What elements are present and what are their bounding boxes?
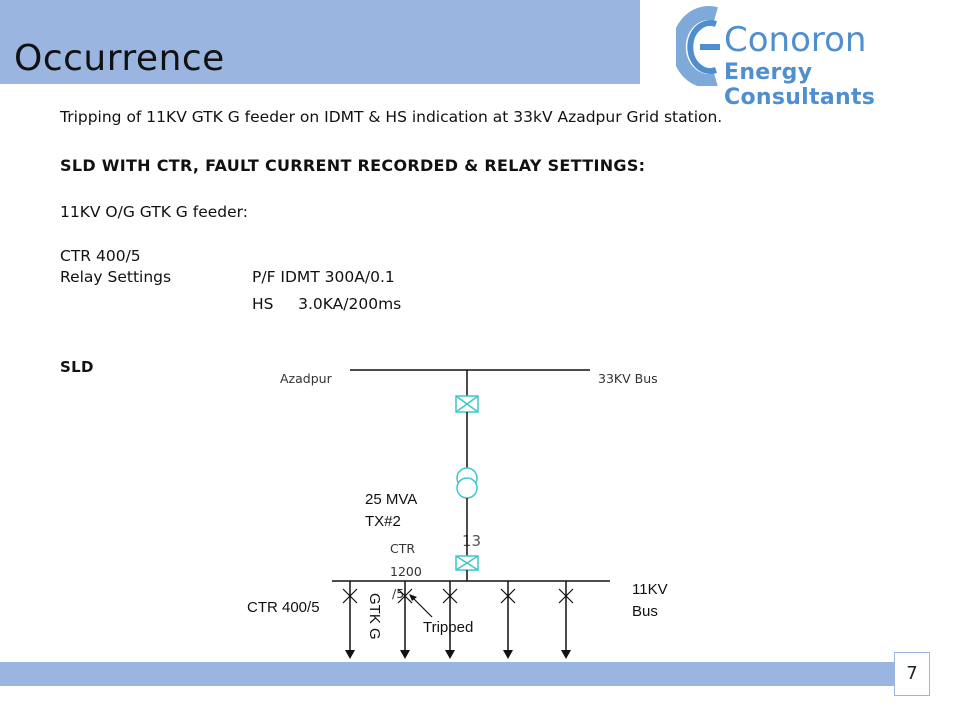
breaker-33kv-icon	[455, 395, 479, 413]
transformer-name: TX#2	[365, 513, 401, 530]
transformer-icon	[456, 467, 478, 499]
logo-subtitle: Energy Consultants	[724, 60, 876, 110]
slide-title: Occurrence	[14, 38, 225, 79]
relay-hs-setting: HS 3.0KA/200ms	[252, 295, 402, 313]
bus33-left-label: Azadpur	[280, 371, 333, 386]
ctr-text: CTR 400/5	[60, 247, 141, 265]
company-logo: Conoron Energy Consultants	[676, 6, 946, 110]
feeder-5	[558, 581, 574, 659]
transformer-rating: 25 MVA	[365, 491, 417, 508]
bus11-label-1: 11KV	[632, 581, 668, 598]
footer-bar	[0, 662, 894, 686]
transformer-ctr-1: CTR	[390, 541, 415, 556]
conoron-logo-icon	[676, 6, 720, 86]
tripped-arrow	[410, 595, 433, 618]
section-heading: SLD WITH CTR, FAULT CURRENT RECORDED & R…	[60, 156, 646, 175]
title-bar	[0, 0, 640, 84]
breaker-11kv-incomer-icon	[455, 555, 479, 571]
bus33-right-label: 33KV Bus	[598, 371, 658, 386]
feeder-1	[342, 581, 358, 659]
tripped-label: Tripped	[423, 619, 473, 636]
page-number: 7	[894, 652, 930, 696]
relay-settings-label: Relay Settings	[60, 268, 172, 286]
intro-text: Tripping of 11KV GTK G feeder on IDMT & …	[60, 108, 723, 126]
transformer-ctr-3: /5	[392, 586, 404, 601]
sld-label: SLD	[60, 358, 94, 376]
logo-name: Conoron	[724, 20, 867, 60]
feeder-3	[442, 581, 458, 659]
feeder-label: 11KV O/G GTK G feeder:	[60, 203, 248, 221]
mark-13: 13	[462, 532, 481, 550]
feeder-name-label: GTK G	[366, 593, 383, 640]
feeder-gtk-g	[397, 581, 413, 659]
relay-pf-setting: P/F IDMT 300A/0.1	[252, 268, 395, 286]
bus11-label-2: Bus	[632, 603, 658, 620]
feeder-4	[500, 581, 516, 659]
transformer-ctr-2: 1200	[390, 564, 422, 579]
feeder-ctr-label: CTR 400/5	[247, 599, 320, 616]
